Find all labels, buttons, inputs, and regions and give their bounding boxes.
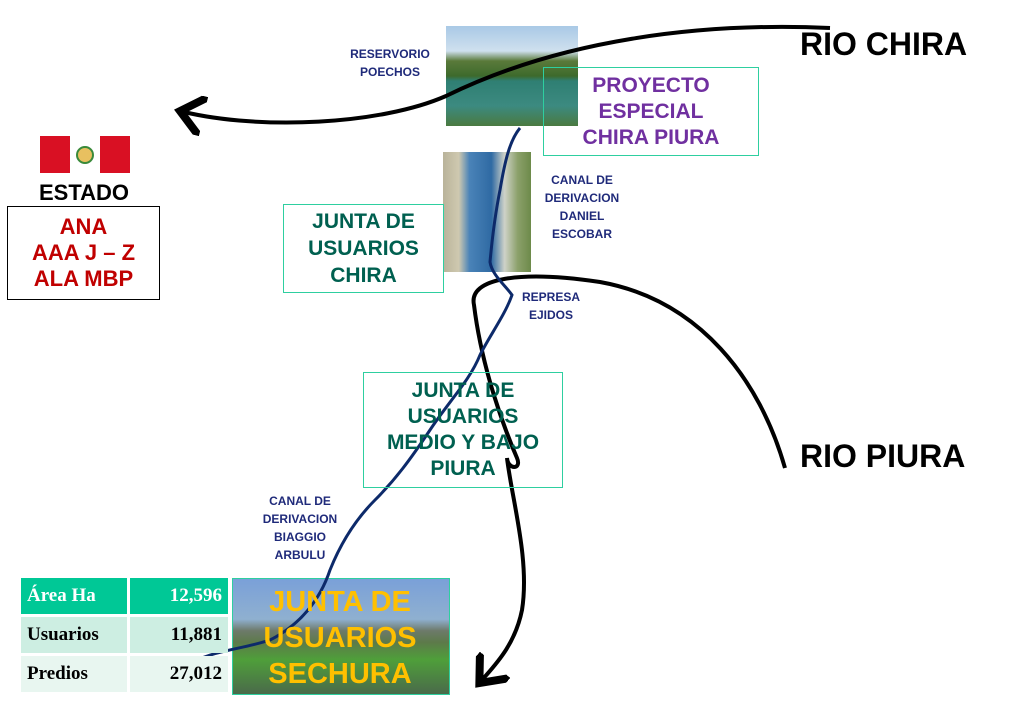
- reservorio-label: RESERVORIO POECHOS: [340, 45, 440, 81]
- label-line: ARBULU: [274, 548, 326, 562]
- stat-value: 12,596: [169, 585, 222, 606]
- box-line: USUARIOS: [263, 622, 417, 654]
- table-row: Predios 27,012: [21, 656, 228, 692]
- box-line: USUARIOS: [407, 405, 519, 428]
- label-line: BIAGGIO: [273, 530, 326, 544]
- box-line: CHIRA: [330, 264, 397, 287]
- stat-value: 11,881: [170, 624, 222, 645]
- box-line: PIURA: [430, 457, 496, 480]
- label-line: POECHOS: [359, 65, 420, 79]
- junta-chira-box: JUNTA DE USUARIOS CHIRA: [283, 204, 444, 293]
- label-line: EJIDOS: [528, 308, 573, 322]
- stat-label: Área Ha: [27, 585, 96, 606]
- label-line: RESERVORIO: [350, 47, 430, 61]
- box-line: CHIRA PIURA: [582, 125, 720, 149]
- box-line: USUARIOS: [308, 237, 419, 260]
- box-line: PROYECTO: [592, 73, 710, 97]
- label-line: DERIVACION: [262, 512, 338, 526]
- table-row: Área Ha 12,596: [21, 578, 228, 614]
- box-line: JUNTA DE: [411, 379, 515, 402]
- stat-label: Predios: [27, 663, 88, 684]
- label-line: ESCOBAR: [551, 227, 612, 241]
- estado-line: ALA MBP: [33, 266, 134, 291]
- stats-table: Área Ha 12,596 Usuarios 11,881 Predios 2…: [18, 575, 231, 695]
- label-line: CANAL DE: [269, 494, 331, 508]
- estado-title: ESTADO: [38, 180, 130, 205]
- table-row: Usuarios 11,881: [21, 617, 228, 653]
- box-line: ESPECIAL: [598, 99, 704, 123]
- box-line: SECHURA: [268, 658, 412, 690]
- label-line: REPRESA: [521, 290, 580, 304]
- estado-line: AAA J – Z: [31, 240, 136, 265]
- canal-escobar-label: CANAL DE DERIVACION DANIEL ESCOBAR: [532, 171, 632, 243]
- rio-chira-line: [184, 24, 831, 123]
- rio-piura-label: RIO PIURA: [800, 438, 966, 474]
- represa-label: REPRESA EJIDOS: [506, 288, 596, 324]
- label-line: DANIEL: [559, 209, 605, 223]
- estado-line: ANA: [59, 214, 108, 239]
- rio-chira-label: RIO CHIRA: [800, 26, 968, 62]
- box-line: JUNTA DE: [312, 210, 415, 233]
- box-line: JUNTA DE: [269, 586, 411, 618]
- label-line: CANAL DE: [551, 173, 613, 187]
- stat-value: 27,012: [169, 663, 222, 684]
- junta-sechura-title: JUNTA DE USUARIOS SECHURA: [232, 584, 448, 692]
- sechura-photo: [232, 578, 450, 695]
- canal-arbulu-label: CANAL DE DERIVACION BIAGGIO ARBULU: [250, 492, 350, 564]
- canal-line: [181, 127, 522, 670]
- junta-medio-box: JUNTA DE USUARIOS MEDIO Y BAJO PIURA: [363, 372, 563, 488]
- peru-flag-icon: [40, 136, 130, 173]
- rio-piura-line: [471, 274, 787, 680]
- canal-photo: [443, 152, 531, 272]
- stat-label: Usuarios: [27, 624, 99, 645]
- label-line: DERIVACION: [544, 191, 620, 205]
- reservoir-photo: [446, 26, 578, 126]
- box-line: MEDIO Y BAJO: [386, 431, 540, 454]
